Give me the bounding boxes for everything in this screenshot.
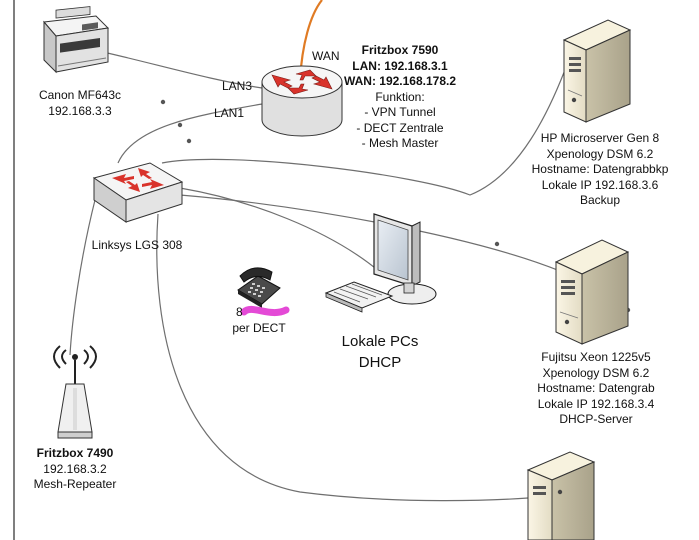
router-label: Fritzbox 7590 LAN: 192.168.3.1 WAN: 192.… [340, 43, 460, 152]
printer-name: Canon MF643c [38, 88, 122, 102]
pcs-label-line-1: Lokale PCs [341, 333, 419, 350]
router-wan-ip: WAN: 192.168.178.2 [343, 74, 457, 88]
hp-server-line-2: Xpenology DSM 6.2 [546, 146, 654, 161]
hp-server-line-5: Backup [579, 193, 621, 207]
router-function-3: - Mesh Master [361, 136, 439, 150]
fujitsu-server-line-5: DHCP-Server [559, 412, 633, 426]
fujitsu-server-line-1: Fujitsu Xeon 1225v5 [541, 350, 651, 364]
pcs-label: Lokale PCs DHCP [325, 331, 435, 373]
port-label-wan: WAN [312, 49, 340, 63]
port-label-lan3: LAN3 [222, 79, 253, 93]
router-function-title: Funktion: [375, 89, 425, 104]
wireless-access-point-icon [53, 345, 97, 439]
workstation-icon [324, 213, 437, 313]
router-function-2: - DECT Zentrale [356, 120, 444, 135]
fujitsu-server-line-4: Lokale IP 192.168.3.4 [537, 396, 655, 411]
repeater-name: Fritzbox 7490 [36, 446, 114, 460]
server-icon [526, 451, 596, 540]
cable-router-switch [117, 103, 263, 164]
fujitsu-server-line-3: Hostname: Datengrab [537, 381, 655, 395]
pcs-label-line-2: DHCP [358, 354, 402, 371]
printer-icon [43, 6, 110, 74]
cable-switch-fujitsu [179, 194, 561, 272]
hp-server-line-1: HP Microserver Gen 8 [540, 131, 660, 145]
hp-server-line-4: Lokale IP 192.168.3.6 [541, 177, 659, 192]
repeater-label: Fritzbox 7490 192.168.3.2 Mesh-Repeater [25, 446, 125, 493]
fujitsu-server-label: Fujitsu Xeon 1225v5 Xpenology DSM 6.2 Ho… [516, 350, 676, 428]
router-name: Fritzbox 7590 [361, 43, 439, 57]
fujitsu-server-line-2: Xpenology DSM 6.2 [542, 365, 650, 380]
port-label-lan1: LAN1 [214, 106, 245, 120]
repeater-ip: 192.168.3.2 [43, 461, 107, 476]
hp-server-line-3: Hostname: Datengrabbkp [531, 162, 669, 176]
redaction-mark [240, 305, 290, 317]
cable-switch-bottom-server [156, 213, 529, 502]
router-lan-ip: LAN: 192.168.3.1 [352, 58, 448, 73]
telephone-icon [237, 267, 281, 308]
phone-label: per DECT [232, 321, 286, 335]
cable-switch-repeater [69, 199, 96, 356]
switch-label: Linksys LGS 308 [91, 238, 183, 252]
cable-switch-pcs [179, 187, 381, 273]
printer-label: Canon MF643c 192.168.3.3 [25, 88, 135, 119]
hp-server-label: HP Microserver Gen 8 Xpenology DSM 6.2 H… [520, 131, 680, 209]
router-function-1: - VPN Tunnel [364, 105, 436, 119]
phone-number-visible: 8 [236, 305, 243, 319]
cable-switch-hp-server [161, 61, 569, 196]
server-icon [554, 239, 630, 345]
switch-icon [92, 162, 184, 223]
repeater-role: Mesh-Repeater [33, 477, 117, 491]
cable-printer-router [102, 51, 263, 89]
printer-ip: 192.168.3.3 [48, 103, 112, 118]
server-icon [562, 19, 632, 123]
router-icon [261, 65, 343, 137]
